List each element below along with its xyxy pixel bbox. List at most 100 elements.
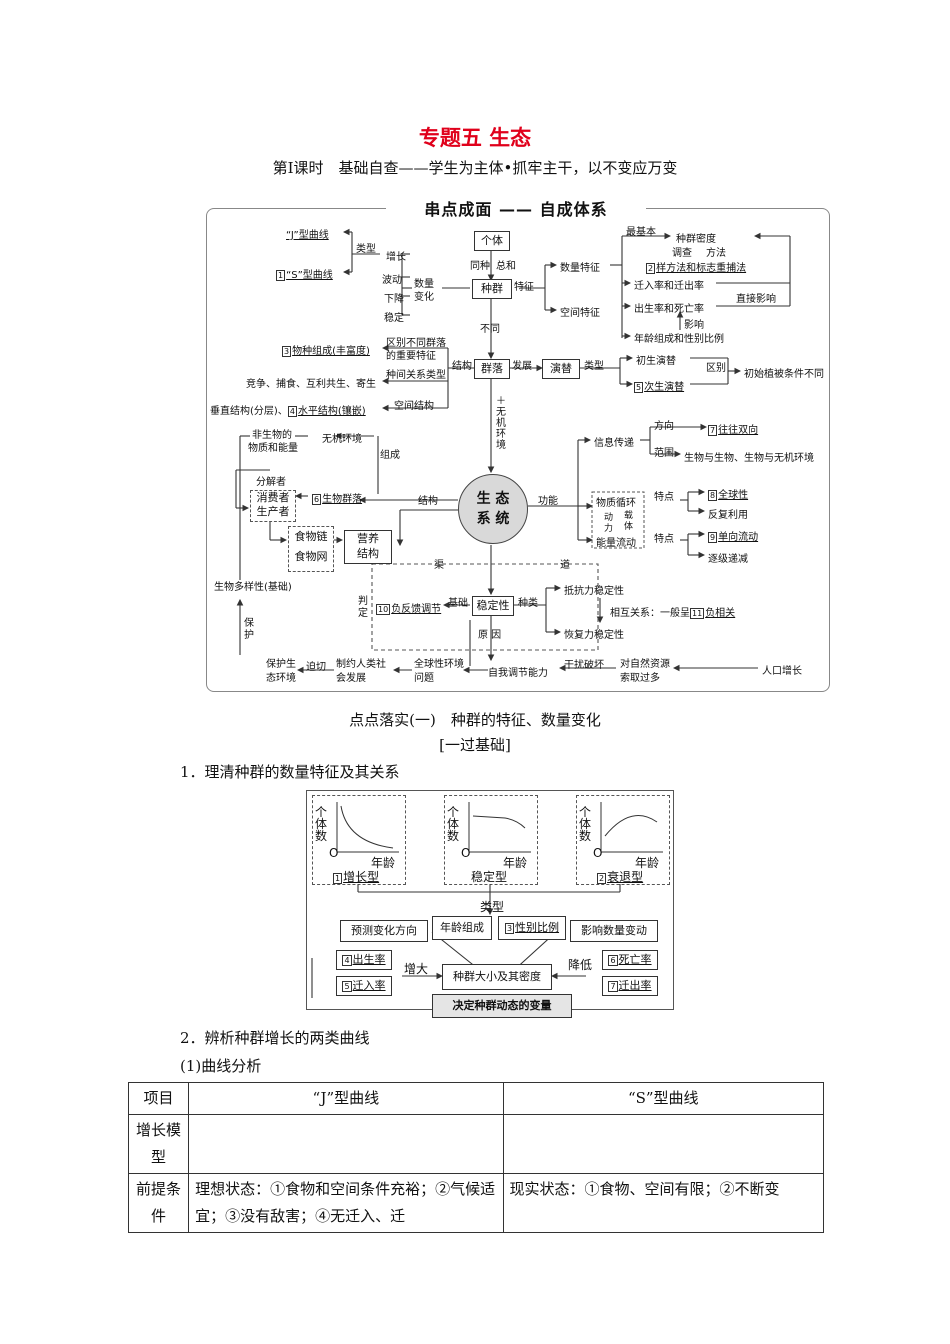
- map-initial-vegetation: 初始植被条件不同: [744, 369, 824, 380]
- pyramid-num-1: 1: [333, 873, 343, 884]
- map-urgent: 迫切: [306, 662, 326, 673]
- map-j-curve: “J”型曲线: [286, 230, 329, 241]
- death-num: 6: [608, 955, 618, 966]
- map-restrict: 制约人类社会发展: [336, 659, 386, 684]
- map-feature: 特征: [514, 282, 534, 293]
- emig-num: 7: [608, 981, 618, 992]
- increase-label: 增大: [404, 962, 429, 976]
- table-header-cell: “J”型曲线: [188, 1082, 504, 1115]
- map-method: 方法: [706, 248, 726, 259]
- map-stability-box: 稳定性: [472, 596, 514, 616]
- map-composition: 组成: [380, 450, 400, 461]
- map-interactions: 竞争、捕食、互利共生、寄生: [246, 379, 376, 390]
- table-cell: [502, 1114, 825, 1174]
- predict-box: 预测变化方向: [340, 920, 428, 942]
- table-cell: 增长模型: [127, 1114, 190, 1174]
- map-fluctuate: 波动: [382, 275, 402, 286]
- map-structure-label: 结构: [452, 361, 472, 372]
- map-material-cycle: 物质循环: [596, 498, 636, 509]
- map-trophic-box: 营养结构: [344, 530, 392, 564]
- map-trophic: 营养: [357, 532, 379, 545]
- axis-x-3: 年龄: [635, 856, 660, 870]
- map-reuse: 反复利用: [708, 510, 748, 521]
- table-row: 前提条件 理想状态：①食物和空间条件充裕；②气候适宜；③没有敌害；④无迁入、迁 …: [127, 1173, 825, 1233]
- axis-x-2: 年龄: [503, 856, 528, 870]
- concept-map-lines: [235, 228, 791, 674]
- map-population-box: 种群: [472, 279, 512, 299]
- map-ecosystem-circle: 生 态系 统: [458, 474, 528, 544]
- affect-box: 影响数量变动: [570, 920, 658, 942]
- map-species-comp-label: 物种组成(丰富度): [292, 346, 370, 357]
- origin-1: O: [329, 846, 339, 860]
- map-not-same: 不同: [480, 324, 500, 335]
- map-increase: 增长: [386, 252, 406, 263]
- map-cause: 原 因: [478, 630, 502, 641]
- map-producer: 生产者: [256, 505, 290, 518]
- origin-3: O: [593, 846, 603, 860]
- map-structure-label-2: 结构: [418, 496, 438, 507]
- map-population-growth: 人口增长: [762, 666, 802, 677]
- axis-y-2: 个体数: [447, 805, 460, 843]
- map-force: 力: [604, 524, 614, 534]
- map-food-chain: 食物链: [294, 530, 328, 543]
- map-decline: 下降: [384, 294, 404, 305]
- table-header-cell: 项目: [127, 1082, 190, 1115]
- page-title: 专题五 生态: [418, 126, 532, 150]
- decide-box: 决定种群动态的变量: [432, 994, 572, 1018]
- pyramid-label-1: 增长型: [343, 870, 380, 884]
- number-2: 2: [646, 263, 656, 274]
- map-interspecies-types: 种间关系类型: [386, 370, 446, 381]
- map-consumer-producer-box: 消费者生产者: [250, 490, 296, 522]
- pyramid-decline-curve: [600, 802, 663, 853]
- map-biotic-community-label: 生物群落: [322, 494, 363, 505]
- sex-ratio-num: 3: [504, 923, 515, 934]
- immig-num: 5: [342, 981, 352, 992]
- number-6: 6: [312, 494, 322, 505]
- section1-sub: [一过基础]: [439, 736, 511, 754]
- map-protect: 保护: [244, 618, 254, 641]
- map-plus-abiotic: ＋无机环境: [496, 396, 506, 451]
- number-11: 11: [690, 608, 705, 619]
- immig-label: 迁入率: [352, 979, 386, 992]
- map-abiotic-env: 无机环境: [322, 434, 362, 445]
- map-negative-feedback-label: 负反馈调节: [391, 604, 442, 615]
- map-global-issue: 全球性环境问题: [414, 659, 464, 684]
- table-row: 增长模型: [127, 1114, 825, 1174]
- map-direction: 方向: [654, 421, 674, 432]
- map-sum: 总和: [496, 261, 516, 272]
- page-subtitle: 第Ⅰ课时 基础自查——学生为主体•抓牢主干，以不变应万变: [272, 159, 678, 177]
- map-judge: 判定: [358, 596, 368, 619]
- map-scope: 范围: [654, 448, 674, 459]
- map-quadrat-label: 样方法和标志重捕法: [656, 263, 747, 274]
- number-10: 10: [376, 604, 391, 615]
- map-one-way-label: 单向流动: [718, 532, 759, 543]
- map-power: 动: [604, 513, 614, 523]
- section1-heading: 点点落实(一) 种群的特征、数量变化: [349, 711, 601, 729]
- pyramid-label-3: 衰退型: [607, 870, 644, 884]
- map-channel: 渠: [434, 560, 444, 571]
- number-5: 5: [634, 382, 644, 393]
- map-nonliving: 非生物的: [252, 430, 292, 441]
- map-basis: 基础: [448, 598, 468, 609]
- map-develop: 发展: [512, 361, 532, 372]
- map-migration-rate: 迁入率和迁出率: [634, 281, 704, 292]
- map-trophic-2: 结构: [357, 547, 379, 560]
- map-body: 体: [624, 522, 634, 532]
- map-influence: 影响: [684, 320, 704, 331]
- number-1: 1: [276, 270, 286, 281]
- birth-label: 出生率: [352, 953, 386, 966]
- map-individual-box: 个体: [474, 231, 510, 251]
- number-9: 9: [708, 532, 718, 543]
- decrease-label: 降低: [568, 958, 593, 972]
